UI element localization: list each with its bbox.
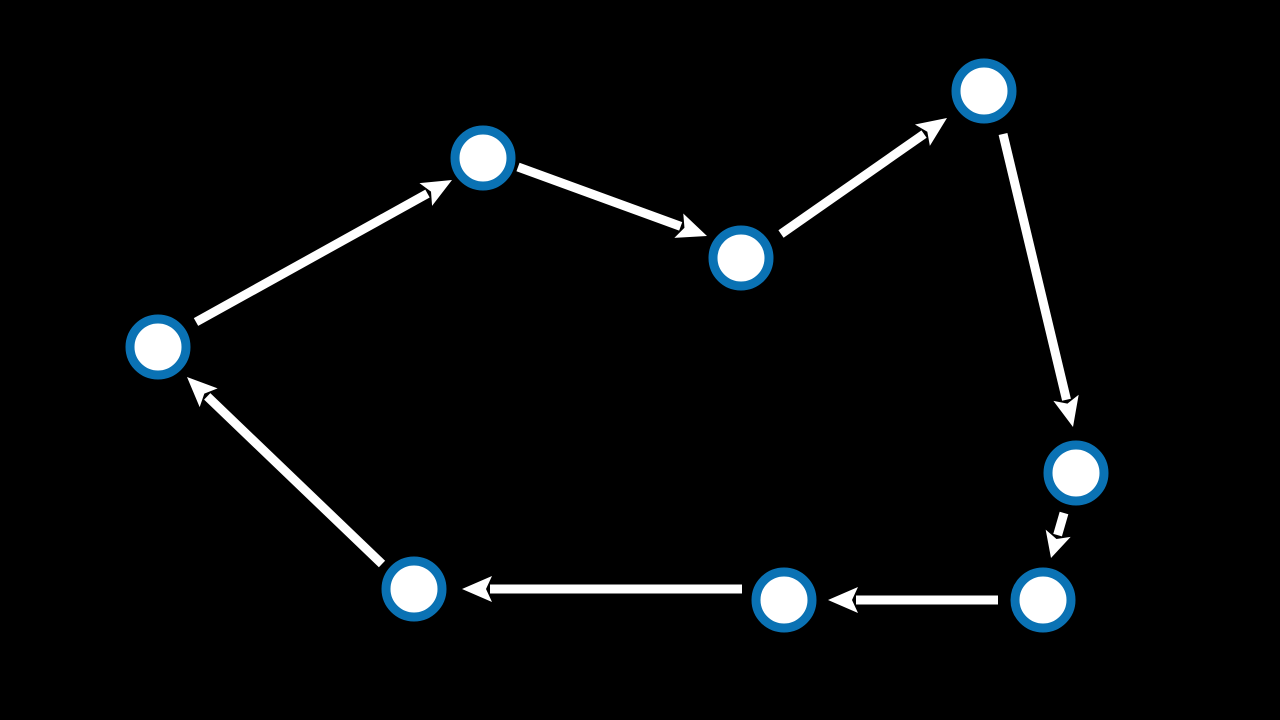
- edge-top-right-to-right-upper-shaft: [998, 132, 1071, 401]
- edge-left-to-top-left: [193, 180, 452, 326]
- edge-top-middle-to-top-right-shaft: [778, 130, 927, 238]
- edge-top-right-to-right-upper: [998, 132, 1079, 427]
- edge-left-to-top-left-shaft: [193, 189, 430, 326]
- node-bottom-left[interactable]: [381, 556, 447, 622]
- node-top-left[interactable]: [450, 125, 516, 191]
- node-top-right[interactable]: [951, 58, 1017, 124]
- edge-bottom-middle-to-bottom-left-arrowhead: [462, 576, 492, 602]
- node-top-middle[interactable]: [708, 225, 774, 291]
- edge-bottom-left-to-left-arrowhead: [187, 377, 218, 408]
- edge-right-lower-to-bottom-middle-arrowhead: [828, 587, 858, 613]
- node-right-upper[interactable]: [1043, 440, 1109, 506]
- edge-left-to-top-left-arrowhead: [419, 180, 452, 206]
- node-bottom-middle[interactable]: [751, 567, 817, 633]
- edge-right-upper-to-right-lower-arrowhead: [1045, 529, 1071, 558]
- edge-bottom-middle-to-bottom-left: [462, 576, 742, 602]
- node-right-lower[interactable]: [1010, 567, 1076, 633]
- edge-bottom-left-to-left-shaft: [204, 393, 386, 568]
- edge-top-middle-to-top-right: [778, 118, 947, 238]
- edge-top-left-to-top-middle-arrowhead: [674, 213, 707, 238]
- edge-top-right-to-right-upper-arrowhead: [1053, 394, 1079, 427]
- edge-right-upper-to-right-lower: [1045, 511, 1071, 558]
- edge-top-middle-to-top-right-arrowhead: [914, 118, 947, 146]
- edge-layer: [187, 118, 1079, 613]
- edge-top-left-to-top-middle-shaft: [516, 162, 683, 231]
- node-left[interactable]: [125, 314, 191, 380]
- edge-bottom-left-to-left: [187, 377, 386, 568]
- edge-right-upper-to-right-lower-shaft: [1053, 511, 1069, 537]
- node-layer: [125, 58, 1109, 633]
- edge-right-lower-to-bottom-middle: [828, 587, 998, 613]
- edge-top-left-to-top-middle: [516, 162, 707, 238]
